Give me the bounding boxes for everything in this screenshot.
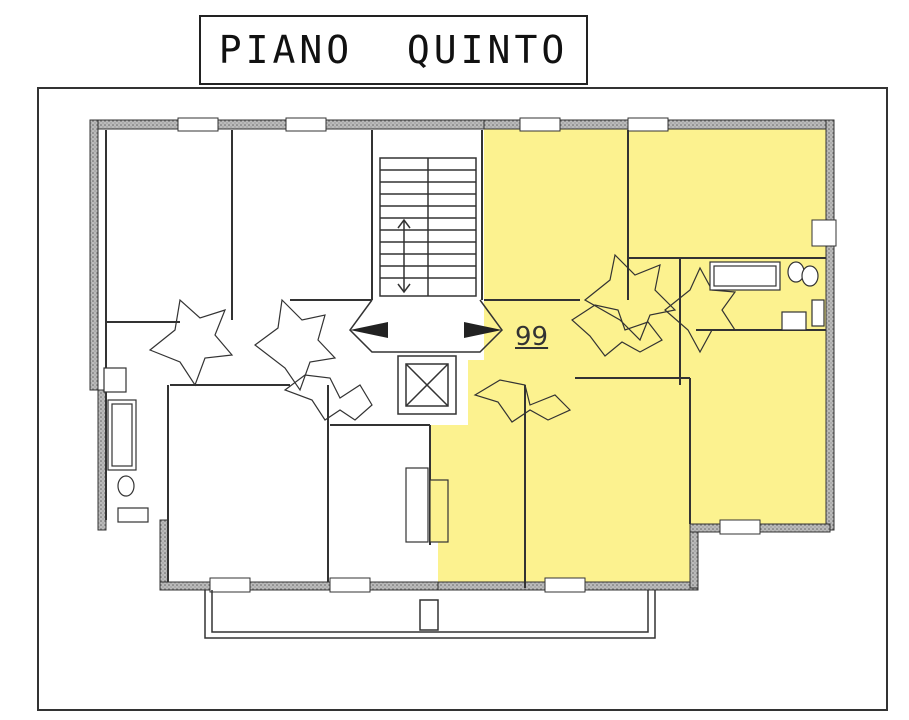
door-swings <box>148 253 737 423</box>
balcony <box>204 590 656 639</box>
bathroom-fixtures-left <box>103 367 149 523</box>
title-box: PIANO QUINTO <box>199 15 588 85</box>
unit-number: 99 <box>515 322 549 352</box>
staircase <box>379 157 477 297</box>
bathroom-fixtures-right <box>709 261 825 331</box>
elevator <box>397 355 457 415</box>
floor-title: PIANO QUINTO <box>218 28 569 72</box>
windows <box>177 117 837 593</box>
utility-closet <box>405 467 449 543</box>
corridor-arrows <box>350 322 502 338</box>
landing-outline <box>349 299 503 353</box>
interior-walls <box>105 130 826 588</box>
outer-frame <box>37 87 888 711</box>
unit-99-area <box>430 126 826 588</box>
